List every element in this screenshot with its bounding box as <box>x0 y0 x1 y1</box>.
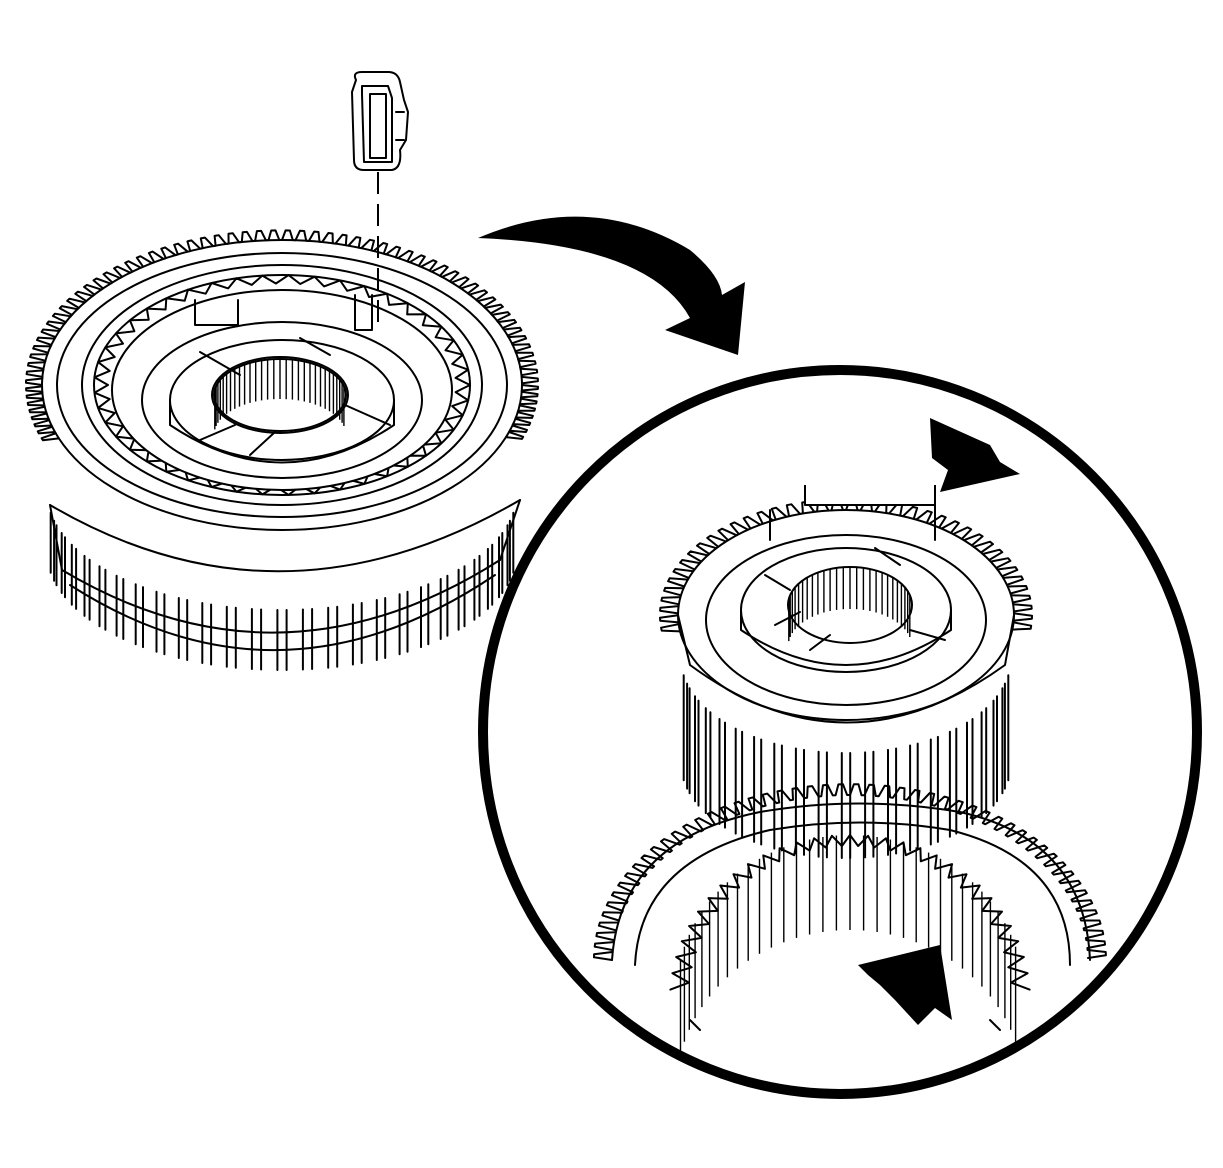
side-tooth <box>760 738 776 850</box>
side-tooth <box>501 524 509 594</box>
side-tooth <box>311 606 330 670</box>
side-tooth <box>142 586 158 653</box>
side-tooth <box>163 593 180 659</box>
synchronizer-sleeve <box>593 783 1107 1054</box>
side-tooth <box>285 608 304 671</box>
sleeve-alignment-arrow-icon <box>858 945 952 1025</box>
side-tooth <box>75 547 86 617</box>
side-tooth <box>895 744 912 855</box>
hub-bore-splines <box>788 567 911 642</box>
side-tooth <box>741 730 756 843</box>
side-tooth <box>427 578 442 646</box>
side-tooth <box>210 603 228 668</box>
side-tooth <box>697 699 707 815</box>
hub-side-teeth <box>682 674 1010 859</box>
side-tooth <box>936 730 951 843</box>
side-tooth <box>1003 674 1010 790</box>
side-tooth <box>122 578 137 646</box>
side-tooth <box>724 721 737 835</box>
side-tooth <box>406 586 422 653</box>
bore-splines <box>214 359 345 430</box>
side-tooth <box>688 687 696 803</box>
side-tooth <box>996 687 1004 803</box>
side-tooth <box>478 547 489 617</box>
side-tooth <box>508 511 515 582</box>
side-tooth <box>709 711 721 825</box>
side-tooth <box>49 511 56 582</box>
side-tooth <box>55 524 63 594</box>
synchronizer-hub <box>659 485 1033 859</box>
side-tooth <box>64 536 73 606</box>
hub-alignment-arrow-icon <box>930 418 1020 492</box>
side-tooth <box>985 699 995 815</box>
side-tooth <box>491 536 500 606</box>
side-tooth <box>384 593 401 659</box>
side-tooth <box>336 603 354 668</box>
side-tooth <box>260 608 279 671</box>
synchronizer-assembly <box>25 229 539 671</box>
side-tooth <box>682 674 689 790</box>
side-tooth <box>104 568 118 637</box>
side-tooth <box>88 558 101 628</box>
sleeve-inner-splines <box>669 834 1031 1054</box>
side-teeth <box>49 511 515 671</box>
curved-arrow-icon <box>478 216 745 355</box>
side-tooth <box>446 568 460 637</box>
side-tooth <box>463 558 476 628</box>
side-tooth <box>360 599 378 664</box>
side-tooth <box>780 744 797 855</box>
detail-circle <box>478 365 1202 1099</box>
side-tooth <box>234 606 253 670</box>
side-tooth <box>186 599 204 664</box>
insert-key <box>351 71 409 325</box>
side-tooth <box>955 721 968 835</box>
